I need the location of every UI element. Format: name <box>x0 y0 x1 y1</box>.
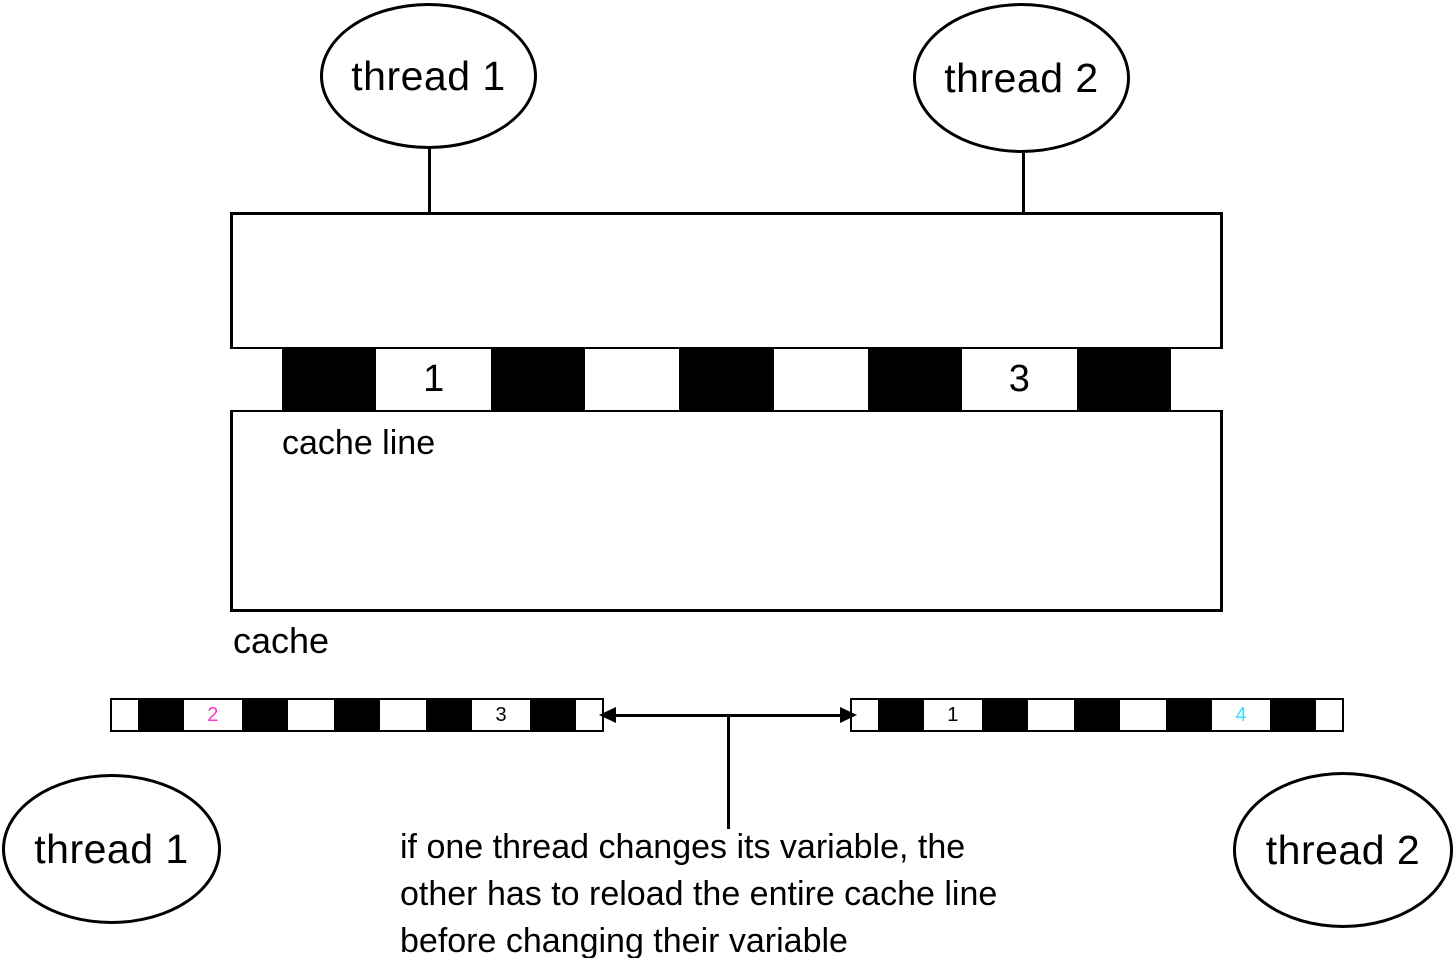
memory-cell <box>491 349 586 410</box>
memory-cell-variable-2: 2 <box>184 700 242 730</box>
memory-cell <box>1166 700 1213 730</box>
memory-cell <box>679 349 774 410</box>
memory-cell-variable-3: 3 <box>472 700 530 730</box>
thread-2-label-top: thread 2 <box>944 54 1099 101</box>
memory-cell <box>1073 700 1121 730</box>
memory-cell-variable-4: 4 <box>1212 700 1270 730</box>
memory-cell <box>1076 349 1171 410</box>
note-text: if one thread changes its variable, the … <box>400 828 998 958</box>
cache-rectangle <box>230 212 1223 612</box>
memory-cell <box>575 700 602 730</box>
thread-1-label-top: thread 1 <box>351 52 506 99</box>
thread-1-ellipse-bottom: thread 1 <box>2 774 221 924</box>
thread-1-ellipse-top: thread 1 <box>320 3 537 149</box>
thread-2-ellipse-bottom: thread 2 <box>1233 772 1453 928</box>
cache-line-label: cache line <box>282 424 436 462</box>
memory-cell <box>1027 700 1074 730</box>
cache-label: cache <box>233 620 330 661</box>
memory-cell-variable-1: 1 <box>376 349 492 410</box>
memory-cell <box>981 700 1028 730</box>
note-connector-line <box>727 715 730 829</box>
memory-cell <box>529 700 576 730</box>
thread-2-ellipse-top: thread 2 <box>913 3 1130 153</box>
memory-cell-variable-3: 3 <box>961 349 1077 410</box>
memory-cell <box>585 349 680 410</box>
memory-cell <box>1120 700 1167 730</box>
memory-cell <box>282 349 377 410</box>
memory-cell <box>1269 700 1316 730</box>
memory-cell <box>287 700 334 730</box>
memory-cell <box>1315 700 1342 730</box>
reload-arrowhead-left-icon <box>599 707 616 723</box>
memory-cell <box>878 700 925 730</box>
memory-cell <box>138 700 185 730</box>
memory-cell <box>333 700 381 730</box>
memory-cell-variable-1: 1 <box>924 700 982 730</box>
reload-arrowhead-right-icon <box>840 707 857 723</box>
memory-cell <box>1170 349 1223 410</box>
thread-2-label-bottom: thread 2 <box>1265 826 1421 873</box>
memory-cell <box>230 349 282 410</box>
memory-cell <box>867 349 962 410</box>
memory-cell <box>426 700 473 730</box>
memory-cell <box>241 700 288 730</box>
memory-cell <box>380 700 427 730</box>
memory-cell <box>773 349 868 410</box>
memory-cell <box>112 700 138 730</box>
thread-1-label-bottom: thread 1 <box>34 825 189 872</box>
